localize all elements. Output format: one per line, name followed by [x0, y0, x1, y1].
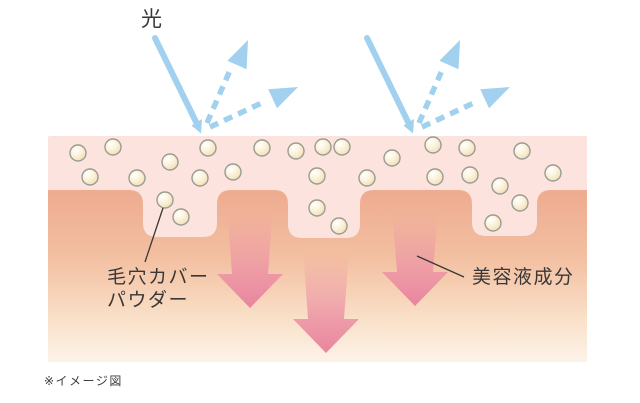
powder-particle — [426, 168, 444, 186]
powder-particle — [314, 138, 332, 156]
serum-penetration-arrow-middle — [293, 250, 359, 353]
powder-particle — [104, 138, 122, 156]
powder-particle — [253, 139, 271, 157]
powder-particle — [358, 169, 376, 187]
serum-penetration-arrow-left — [217, 206, 283, 308]
concept-image-note: ※イメージ図 — [44, 374, 123, 388]
pore-cover-leader-line — [144, 207, 164, 263]
powder-particle — [333, 138, 351, 156]
pore-cover-powder-label-line2: パウダー — [107, 290, 190, 311]
powder-particle — [199, 139, 217, 157]
powder-particle — [461, 166, 479, 184]
powder-particle — [287, 142, 305, 160]
powder-particle — [491, 177, 509, 195]
powder-particle — [330, 217, 348, 235]
powder-particle — [383, 149, 401, 167]
serum-ingredient-label: 美容液成分 — [472, 267, 575, 288]
serum-leader-line — [416, 255, 465, 278]
powder-particle — [156, 191, 174, 209]
powder-particle — [511, 194, 529, 212]
powder-particle — [172, 208, 190, 226]
light-label: 光 — [141, 8, 163, 31]
serum-penetration-arrow-right — [382, 209, 448, 306]
powder-particles-group — [69, 136, 562, 235]
powder-particle — [161, 153, 179, 171]
pore-cover-powder-label-line1: 毛穴カバー — [107, 267, 210, 288]
powder-particle — [81, 168, 99, 186]
powder-particle — [224, 163, 242, 181]
powder-particle — [513, 142, 531, 160]
powder-particle — [424, 136, 442, 154]
powder-particle — [128, 169, 146, 187]
powder-particle — [544, 164, 562, 182]
powder-particle — [484, 214, 502, 232]
pore-cover-powder-label: 毛穴カバー パウダー — [107, 266, 210, 312]
light-ray-group-right — [367, 38, 510, 134]
light-ray-group-left — [155, 38, 298, 134]
powder-particle — [69, 144, 87, 162]
powder-particle — [458, 139, 476, 157]
powder-particle — [308, 199, 326, 217]
powder-particle — [308, 167, 326, 185]
powder-particle — [191, 169, 209, 187]
